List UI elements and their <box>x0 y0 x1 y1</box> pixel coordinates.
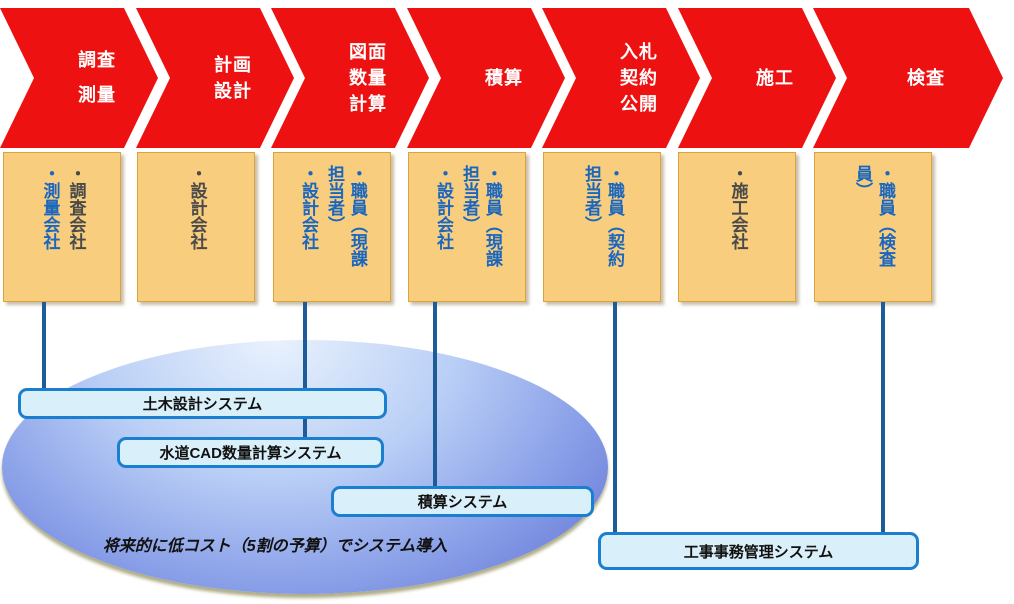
participant-entry: ・職員（契約担当者） <box>582 165 624 267</box>
participant-entry: ・職員（検査員） <box>853 165 895 267</box>
participant-box-estimate: ・職員（現課担当者） ・設計会社 <box>408 152 526 302</box>
phase-label-planning: 計画 設計 <box>214 54 252 101</box>
system-box-water-cad: 水道CAD数量計算システム <box>117 437 384 468</box>
system-box-estimation: 積算システム <box>331 486 594 517</box>
participant-box-inspection: ・職員（検査員） <box>814 152 932 302</box>
phase-chevron-inspection: 検査 <box>813 8 1003 148</box>
participant-box-construction: ・施工会社 <box>678 152 796 302</box>
connector-bidding-to-admin <box>613 302 617 533</box>
phase-chevron-bidding: 入札 契約 公開 <box>542 8 700 148</box>
participant-entry: ・設計会社 <box>299 165 319 250</box>
system-label-civil-design: 土木設計システム <box>142 396 263 413</box>
system-label-water-cad: 水道CAD数量計算システム <box>159 445 342 462</box>
system-box-construction-admin: 工事事務管理システム <box>598 532 919 570</box>
phase-label-survey: 調査 測量 <box>78 49 116 105</box>
participant-entry: ・調査会社 <box>66 165 86 250</box>
participant-entry: ・職員（現課担当者） <box>459 165 502 267</box>
future-cost-note: 将来的に低コスト（5割の予算）でシステム導入 <box>102 538 448 555</box>
phase-label-drawing: 図面 数量 計算 <box>349 41 387 115</box>
participant-entry: ・施工会社 <box>728 165 748 250</box>
connector-estimate-to-estimate-system <box>433 302 437 487</box>
phase-chevron-drawing: 図面 数量 計算 <box>271 8 429 148</box>
participant-entry: ・設計会社 <box>187 165 207 250</box>
connector-inspection-to-admin <box>881 302 885 533</box>
phase-chevron-estimate: 積算 <box>407 8 565 148</box>
phase-label-construction: 施工 <box>756 67 794 88</box>
participant-entry: ・職員（現課担当者） <box>324 165 367 267</box>
participant-box-drawing: ・職員（現課担当者） ・設計会社 <box>273 152 391 302</box>
participant-entry: ・設計会社 <box>434 165 454 250</box>
participant-entry: ・測量会社 <box>40 165 60 250</box>
system-label-estimation: 積算システム <box>417 494 508 511</box>
participant-box-planning: ・設計会社 <box>137 152 255 302</box>
connector-drawing-to-cad <box>303 302 307 438</box>
system-label-construction-admin: 工事事務管理システム <box>683 543 834 561</box>
participant-box-survey: ・調査会社 ・測量会社 <box>3 152 121 302</box>
connector-survey-to-civil <box>42 302 46 389</box>
participant-box-bidding: ・職員（契約担当者） <box>543 152 661 302</box>
phase-chevron-construction: 施工 <box>678 8 836 148</box>
phase-label-inspection: 検査 <box>907 67 945 88</box>
phase-label-bidding: 入札 契約 公開 <box>620 41 658 115</box>
phase-chevron-survey: 調査 測量 <box>0 8 158 148</box>
phase-chevron-planning: 計画 設計 <box>136 8 294 148</box>
system-box-civil-design: 土木設計システム <box>18 388 387 419</box>
phase-label-estimate: 積算 <box>485 67 523 88</box>
